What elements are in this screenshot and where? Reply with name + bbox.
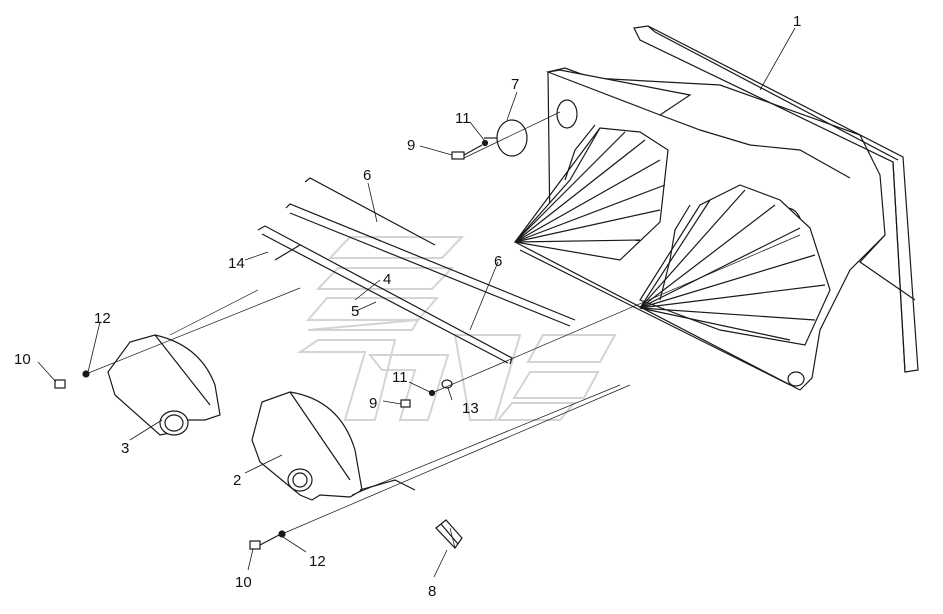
callout-12-bottom: 12 bbox=[309, 553, 326, 570]
bolt-center bbox=[400, 379, 453, 408]
bolt-bottom bbox=[249, 530, 286, 550]
callout-13: 13 bbox=[462, 400, 479, 417]
guide-strips bbox=[257, 177, 576, 365]
callout-6-top: 6 bbox=[363, 167, 371, 184]
callout-8: 8 bbox=[428, 583, 436, 600]
callout-labels: 1 2 3 4 5 6 6 7 8 9 9 10 10 11 11 12 12 … bbox=[14, 13, 801, 600]
callout-6-center: 6 bbox=[494, 253, 502, 270]
cover-disc bbox=[484, 119, 528, 157]
bolt-left bbox=[54, 370, 90, 389]
callout-2: 2 bbox=[233, 472, 241, 489]
callout-9-top: 9 bbox=[407, 137, 415, 154]
callout-9-center: 9 bbox=[369, 395, 377, 412]
callout-12-left: 12 bbox=[94, 310, 111, 327]
leader-lines bbox=[37, 27, 796, 578]
part-drawing bbox=[37, 25, 919, 578]
callout-1: 1 bbox=[793, 13, 801, 30]
end-cover-right bbox=[251, 391, 416, 501]
end-cover-left bbox=[107, 334, 221, 436]
callout-5: 5 bbox=[351, 303, 359, 320]
bolt-top bbox=[451, 139, 489, 160]
callout-4: 4 bbox=[383, 271, 391, 288]
callout-11-top: 11 bbox=[455, 110, 471, 127]
callout-3: 3 bbox=[121, 440, 129, 457]
callout-10-bottom: 10 bbox=[235, 574, 252, 591]
grease-fitting bbox=[435, 519, 463, 549]
assembly-lines bbox=[85, 111, 801, 549]
callout-11-center: 11 bbox=[392, 369, 408, 386]
callout-7: 7 bbox=[511, 76, 519, 93]
main-housing bbox=[513, 25, 919, 391]
callout-14: 14 bbox=[228, 255, 245, 272]
callout-10-left: 10 bbox=[14, 351, 31, 368]
